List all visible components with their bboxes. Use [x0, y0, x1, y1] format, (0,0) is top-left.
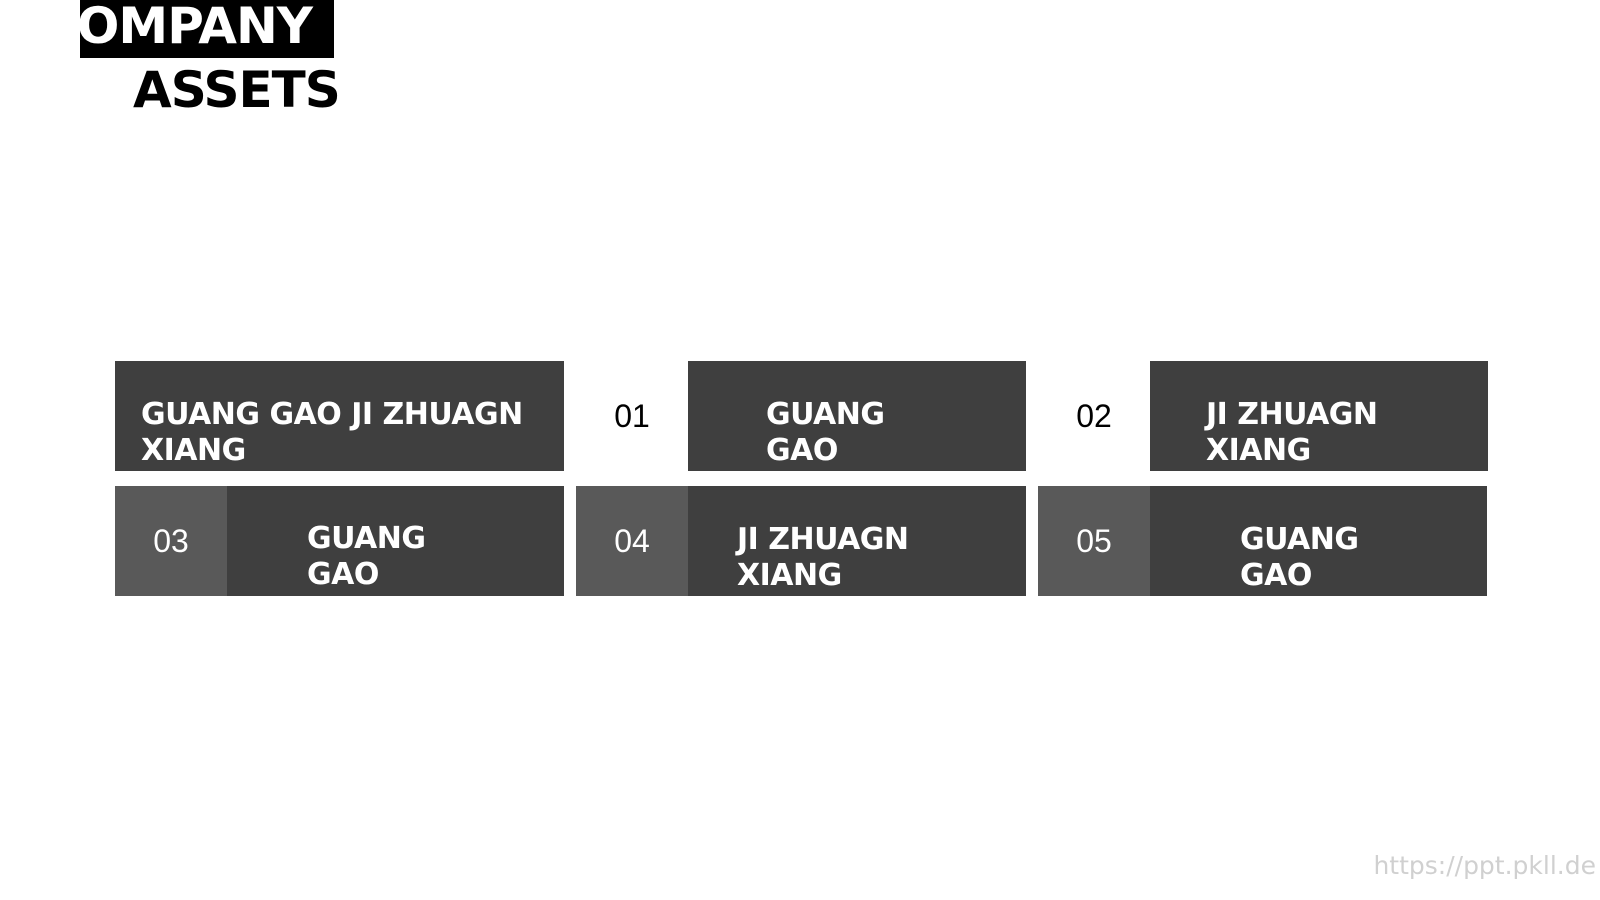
block-label: GUANG GAO [766, 397, 885, 468]
title-line1: COMPANY [80, 0, 313, 55]
number-01: 01 [614, 397, 650, 434]
watermark-url: https://ppt.pkll.de [1373, 851, 1596, 880]
block-label: GUANG GAO [307, 521, 426, 592]
number-04: 04 [576, 486, 688, 596]
block-guang-gao-ji-zhuagn-xiang: GUANG GAO JI ZHUAGN XIANG [115, 361, 564, 471]
block-ji-zhuagn-xiang: JI ZHUAGN XIANG [1150, 361, 1488, 471]
number-03: 03 [115, 486, 227, 596]
title-badge: COMPANY [80, 0, 334, 58]
number-02: 02 [1076, 397, 1112, 434]
title-line2: ASSETS [133, 61, 341, 119]
block-ji-zhuagn-xiang-2: JI ZHUAGN XIANG [688, 486, 1026, 596]
block-label: JI ZHUAGN XIANG [1206, 397, 1378, 468]
block-guang-gao-2: GUANG GAO [227, 486, 564, 596]
block-guang-gao: GUANG GAO [688, 361, 1026, 471]
block-guang-gao-3: GUANG GAO [1150, 486, 1487, 596]
block-label: GUANG GAO JI ZHUAGN XIANG [141, 397, 523, 468]
block-label: GUANG GAO [1240, 522, 1359, 593]
block-label: JI ZHUAGN XIANG [737, 522, 909, 593]
number-05: 05 [1038, 486, 1150, 596]
